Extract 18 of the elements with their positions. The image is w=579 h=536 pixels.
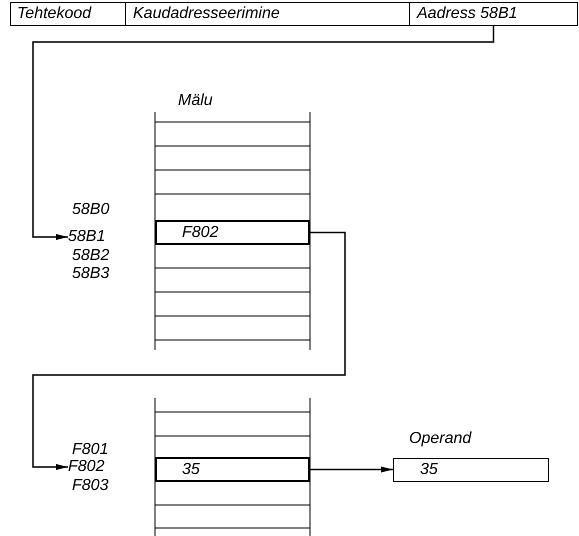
box-heading: Operand — [409, 430, 472, 448]
arrow — [32, 232, 346, 470]
address-label: 58B3 — [72, 265, 110, 283]
instruction-field: Aadress 58B1 — [409, 2, 578, 26]
address-label: 58B2 — [72, 247, 110, 265]
address-label: 58B1 — [68, 228, 110, 246]
memory-cell: 35 — [155, 457, 310, 482]
instruction-field: Kaudadresseerimine — [125, 2, 410, 26]
instruction-field: Tehtekood — [10, 2, 126, 26]
arrow — [32, 26, 494, 240]
address-label: F802 — [68, 458, 110, 476]
memory-heading: Mälu — [178, 92, 213, 110]
address-label: 58B0 — [72, 201, 110, 219]
arrow — [310, 466, 393, 472]
address-label: F801 — [72, 441, 108, 459]
address-label: F803 — [72, 477, 108, 495]
operand-box: 35 — [393, 458, 549, 482]
memory-cell: F802 — [155, 220, 310, 245]
